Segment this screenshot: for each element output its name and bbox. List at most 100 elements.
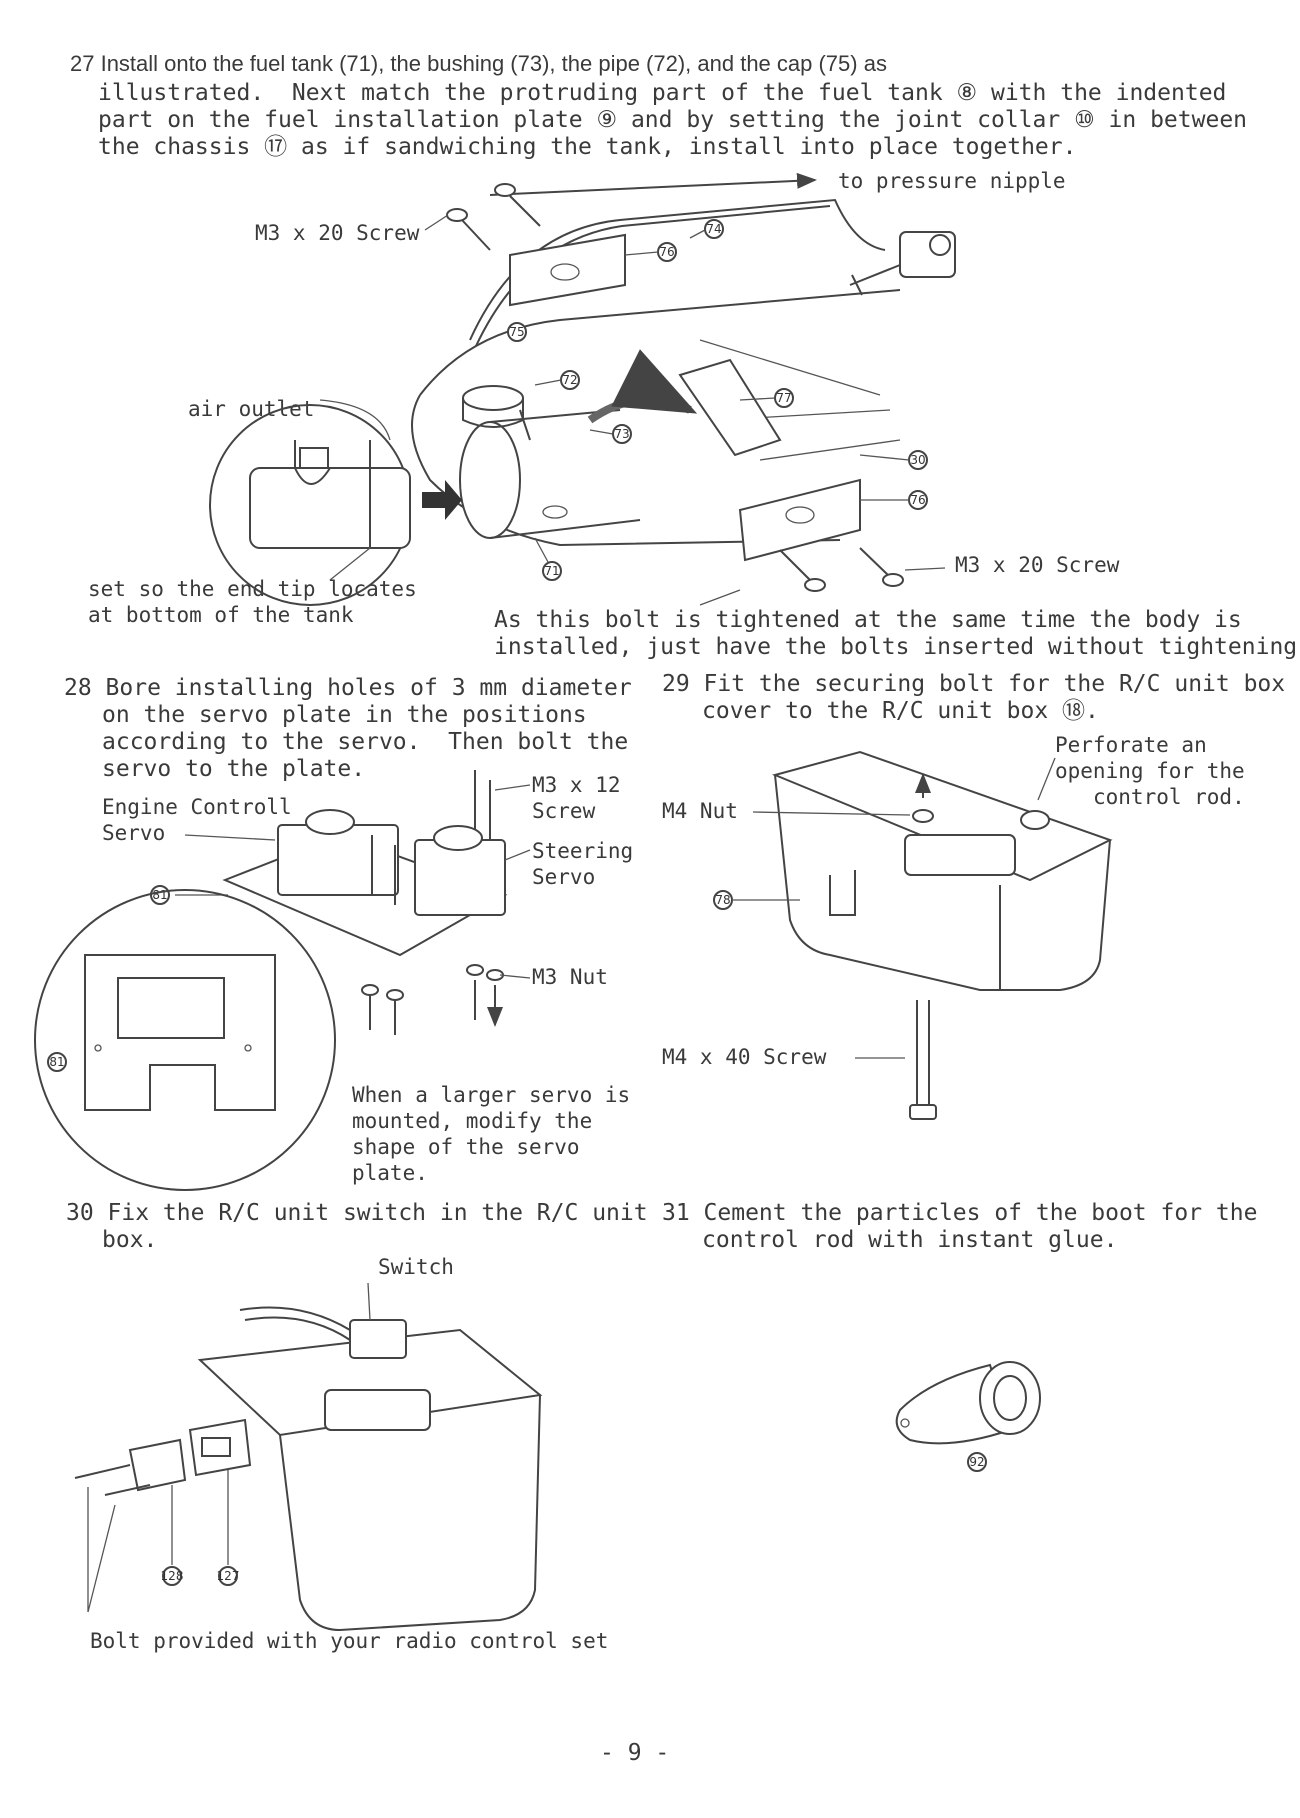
label-engine-servo-1: Engine Controll — [102, 795, 292, 819]
step28-line1: 28 Bore installing holes of 3 mm diamete… — [64, 675, 632, 701]
switch-illustration: 128 127 — [74, 1282, 543, 1632]
label-m3x12-1: M3 x 12 — [532, 773, 621, 797]
boot-tip-hole — [900, 1418, 910, 1428]
plate-76-lower-slot — [785, 506, 815, 524]
engine-servo-horn — [305, 809, 355, 835]
label-perforate-3: control rod. — [1093, 785, 1245, 809]
chassis-bottom-edge — [411, 394, 841, 547]
m4x40-screw-shaft — [916, 1000, 930, 1105]
leader-air-outlet — [319, 399, 391, 441]
leader-bolt-note — [699, 589, 741, 606]
label-set-tip-2: at bottom of the tank — [88, 603, 354, 627]
inset-arrow — [422, 480, 462, 520]
callout-74: 74 — [706, 222, 721, 236]
tank-protrusion — [542, 505, 568, 519]
m4x40-screw-head — [909, 1104, 937, 1120]
step27-line3: part on the fuel installation plate ⑨ an… — [98, 107, 1248, 133]
screw-top-right — [494, 183, 541, 227]
cap-75-top — [462, 385, 524, 411]
plate-128 — [128, 1438, 187, 1492]
label-steering-2: Servo — [532, 865, 596, 889]
callout-92: 92 — [969, 1455, 984, 1469]
step27-line2: illustrated. Next match the protruding p… — [98, 80, 1227, 106]
plate-76-upper-slot — [550, 263, 580, 281]
rc-box-front — [774, 774, 1001, 991]
rc-box-opening — [1020, 810, 1050, 830]
step28-line3: according to the servo. Then bolt the — [102, 729, 629, 755]
inset-tank — [249, 467, 411, 549]
callout-78: 78 — [715, 893, 730, 907]
label-perforate-2: opening for the — [1055, 759, 1245, 783]
step31-line1: 31 Cement the particles of the boot for … — [662, 1200, 1258, 1226]
boot-ring-outer — [979, 1361, 1041, 1435]
page-number: - 9 - — [600, 1740, 670, 1766]
label-engine-servo-2: Servo — [102, 821, 166, 845]
plate-76-upper — [509, 233, 626, 307]
leaders-127-128 — [171, 1470, 229, 1565]
assembly-arrow — [587, 349, 698, 424]
callout-76-lower: 76 — [910, 493, 925, 507]
callout-72: 72 — [562, 373, 577, 387]
step28-note-2: mounted, modify the — [352, 1109, 593, 1133]
plate-76-lower — [738, 478, 861, 562]
switch-knob — [201, 1437, 231, 1457]
servo-screws — [361, 770, 503, 1035]
label-m3x12-2: Screw — [532, 799, 596, 823]
callout-81-inset: 81 — [49, 1055, 64, 1069]
servo-plate-inset — [34, 889, 336, 1191]
label-m3x20-screw-bottom: M3 x 20 Screw — [955, 553, 1120, 577]
callout-128: 128 — [161, 1569, 184, 1583]
screw-top-left — [446, 208, 491, 251]
pressure-nipple-cap — [929, 234, 951, 256]
servo-leaders — [175, 784, 531, 979]
step30-line1: 30 Fix the R/C unit switch in the R/C un… — [66, 1200, 648, 1226]
label-m3-nut: M3 Nut — [532, 965, 608, 989]
step28-line4: servo to the plate. — [102, 756, 366, 782]
label-m4-nut: M4 Nut — [662, 799, 738, 823]
label-bolt-provided: Bolt provided with your radio control se… — [90, 1629, 609, 1653]
inset-cap-top — [299, 447, 329, 469]
callout-77: 77 — [776, 391, 791, 405]
steering-servo-horn — [433, 825, 483, 851]
callout-81-upper: 81 — [152, 888, 167, 902]
fuel-tank-illustration: 74 75 76 72 77 73 30 76 71 — [209, 172, 956, 606]
switch-body — [349, 1319, 407, 1359]
label-to-pressure-nipple: to pressure nipple — [838, 169, 1066, 193]
step28-note-4: plate. — [352, 1161, 428, 1185]
callout-75: 75 — [509, 325, 524, 339]
leader-bolt-provided — [87, 1487, 116, 1613]
switch-wires — [239, 1306, 351, 1341]
label-air-outlet: air outlet — [188, 397, 315, 421]
screw-bottom-left — [779, 549, 826, 592]
step27-line1: 27 Install onto the fuel tank (71), the … — [70, 51, 887, 76]
pipe-72 — [519, 409, 531, 441]
label-m4x40-screw: M4 x 40 Screw — [662, 1045, 827, 1069]
joint-collar-77 — [678, 358, 782, 457]
switch-box-body — [279, 1394, 541, 1632]
bolt-note-1: As this bolt is tightened at the same ti… — [494, 607, 1242, 633]
step28-note-3: shape of the servo — [352, 1135, 580, 1159]
bolt-note-2: installed, just have the bolts inserted … — [494, 634, 1300, 660]
step30-line2: box. — [102, 1227, 158, 1253]
boot-ring-inner — [993, 1375, 1027, 1421]
callout-73: 73 — [614, 427, 629, 441]
fuel-hose-74 — [469, 198, 886, 341]
leader-m3x20-top — [424, 214, 449, 231]
label-m3x20-screw-top: M3 x 20 Screw — [255, 221, 420, 245]
cap-75-body — [462, 398, 524, 428]
label-perforate-1: Perforate an — [1055, 733, 1207, 757]
inset-plate-cutout — [117, 977, 225, 1039]
inset-cap — [294, 467, 331, 485]
label-switch: Switch — [378, 1255, 454, 1279]
callout-71: 71 — [544, 564, 559, 578]
step29-line2: cover to the R/C unit box ⑱. — [702, 698, 1099, 724]
rc-box-leaders — [752, 757, 1056, 1059]
step28-line2: on the servo plate in the positions — [102, 702, 587, 728]
rc-box-side — [1000, 839, 1111, 991]
leader-end-tip — [329, 547, 371, 581]
leader-m3x20-bottom — [904, 567, 946, 571]
callout-76-upper: 76 — [659, 245, 674, 259]
boot-illustration: 92 — [895, 1361, 1041, 1472]
rc-box-illustration: 78 — [713, 750, 1113, 1120]
